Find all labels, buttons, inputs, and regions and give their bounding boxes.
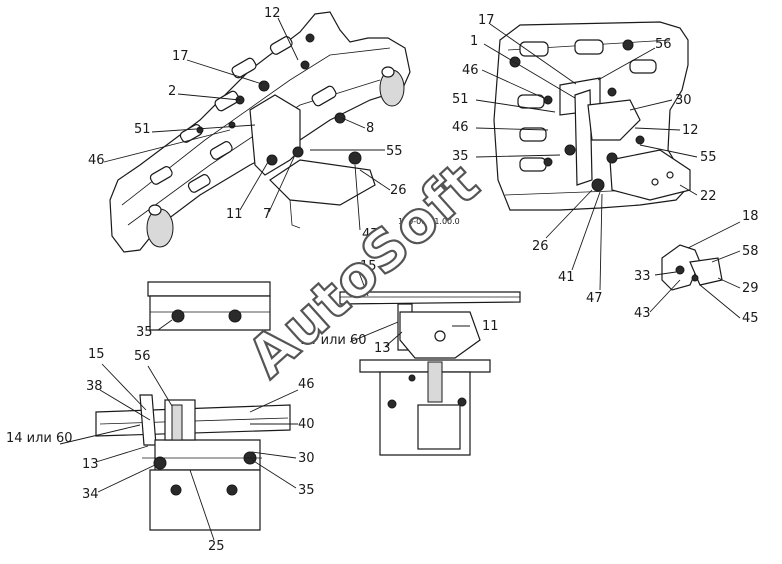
- callout-35: 35: [298, 483, 315, 498]
- callout-26: 26: [532, 239, 549, 254]
- callout-51: 51: [134, 122, 151, 137]
- callout-51: 51: [452, 92, 469, 107]
- callout-55: 55: [700, 150, 717, 165]
- callout-14-or-60: 14 или 60: [6, 431, 73, 446]
- callout-22: 22: [700, 189, 717, 204]
- callout-29: 29: [742, 281, 759, 296]
- callout-47: 47: [586, 291, 603, 306]
- callout-47: 47: [362, 227, 379, 242]
- callout-2: 2: [168, 84, 176, 99]
- drawing-code: 130-00-21.00.0: [398, 217, 460, 226]
- callout-35: 35: [452, 149, 469, 164]
- callout-41: 41: [558, 270, 575, 285]
- callout-30: 30: [675, 93, 692, 108]
- callout-12: 12: [264, 6, 281, 21]
- callout-8: 8: [366, 121, 374, 136]
- bottom-left-assembly: 35 15 56 38 14 или 60 46 40 13 30: [6, 281, 315, 554]
- callout-26: 26: [390, 183, 407, 198]
- callout-46: 46: [452, 120, 469, 135]
- callout-45: 45: [742, 311, 759, 326]
- callout-13: 13: [374, 341, 391, 356]
- callout-17: 17: [172, 49, 189, 64]
- callout-18: 18: [742, 209, 759, 224]
- callout-15: 15: [360, 259, 377, 274]
- callout-35: 35: [136, 325, 153, 340]
- callout-12: 12: [682, 123, 699, 138]
- callout-40: 40: [298, 417, 315, 432]
- callout-17: 17: [478, 13, 495, 28]
- callout-43: 43: [634, 306, 651, 321]
- callout-11: 11: [482, 319, 499, 334]
- top-right-assembly: 17 1 46 51 46 35 56 30 12 55 22 26 41 47: [452, 13, 717, 306]
- callout-38: 38: [86, 379, 103, 394]
- callout-56: 56: [655, 37, 672, 52]
- callout-1: 1: [470, 34, 478, 49]
- bottom-center-assembly: 15 14 или 60 13 11: [300, 259, 521, 456]
- callout-34: 34: [82, 487, 99, 502]
- callout-11: 11: [226, 207, 243, 222]
- callout-46: 46: [462, 63, 479, 78]
- callout-55: 55: [386, 144, 403, 159]
- callout-25: 25: [208, 539, 225, 554]
- callout-46: 46: [298, 377, 315, 392]
- small-detail-assembly: 18 58 33 29 43 45: [634, 209, 759, 326]
- callout-33: 33: [634, 269, 651, 284]
- callout-58: 58: [742, 244, 759, 259]
- callout-46: 46: [88, 153, 105, 168]
- top-left-assembly: 12 17 2 51 46 11 7 47 26 55 8 130-00-21.…: [88, 6, 460, 253]
- callout-30: 30: [298, 451, 315, 466]
- callout-7: 7: [263, 207, 271, 222]
- callout-13: 13: [82, 457, 99, 472]
- callout-15: 15: [88, 347, 105, 362]
- callout-14-or-60: 14 или 60: [300, 333, 367, 348]
- callout-56: 56: [134, 349, 151, 364]
